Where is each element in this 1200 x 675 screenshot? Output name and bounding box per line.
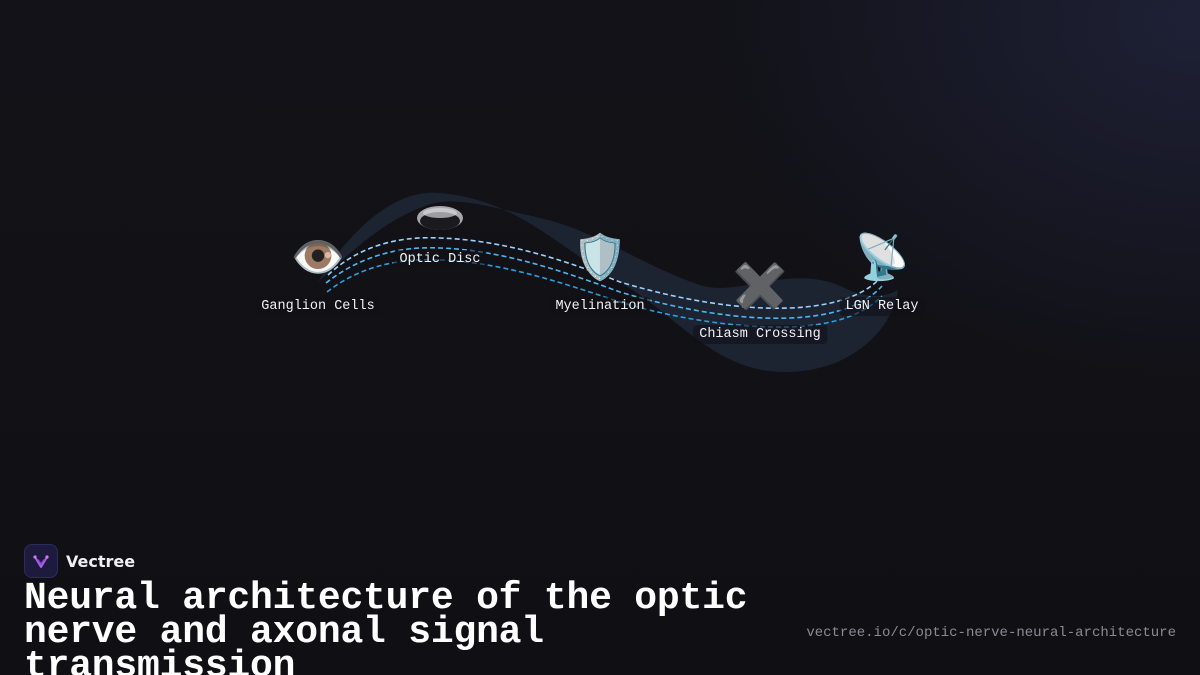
page-title: Neural architecture of the optic nerve a…: [24, 577, 748, 675]
shield-icon: 🛡️: [572, 232, 628, 283]
node-label-lgn-relay: LGN Relay: [839, 297, 925, 316]
brand-name: Vectree: [66, 551, 136, 571]
node-label-myelination: Myelination: [549, 297, 651, 316]
satellite-dish-icon: 📡: [854, 232, 910, 283]
node-label-chiasm-crossing: Chiasm Crossing: [693, 325, 827, 344]
brand: Vectree: [24, 544, 135, 578]
fiber-strand-1: [327, 236, 881, 310]
node-label-optic-disc: Optic Disc: [393, 250, 487, 269]
node-label-ganglion-cells: Ganglion Cells: [255, 297, 381, 316]
vectree-logo-icon: [24, 544, 58, 578]
source-url: vectree.io/c/optic-nerve-neural-architec…: [806, 625, 1176, 641]
fiber-strand-2: [325, 246, 883, 320]
eye-icon: 👁️: [290, 232, 346, 283]
cross-mark-icon: ✖️: [732, 261, 788, 312]
optic-disc-icon: [417, 206, 463, 230]
